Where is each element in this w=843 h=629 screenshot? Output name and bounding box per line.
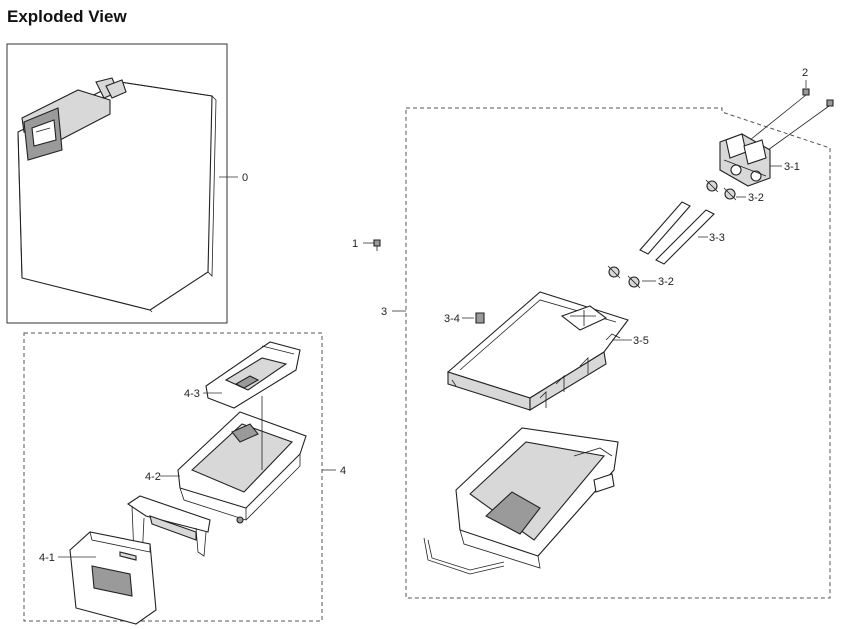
part-3-3-hoses: 3-3 [639,201,725,265]
callout-4-2: 4-2 [145,471,161,483]
part-1-screw: 1 [352,238,381,251]
callout-4: 4 [340,465,346,477]
dispenser-housing [423,427,619,575]
callout-3-2-lower: 3-2 [658,276,674,288]
callout-4-3: 4-3 [184,388,200,400]
callout-3-4: 3-4 [444,313,460,325]
callout-2: 2 [802,67,808,79]
page-title: Exploded View [7,7,127,26]
part-3-5-dispenser-cover: 3-5 [446,291,649,411]
part-4-drawer-assembly: 4 [23,332,346,622]
part-3-4-fitting: 3-4 [444,312,485,325]
callout-3-5: 3-5 [633,335,649,347]
callout-3-1: 3-1 [784,161,800,173]
callout-0: 0 [242,172,248,184]
callout-3: 3 [381,306,387,318]
part-4-1-front-panel: 4-1 [39,531,157,625]
callout-3-3: 3-3 [709,232,725,244]
part-3-1-water-valve: 3-1 [719,133,800,187]
part-4-3-cup: 4-3 [184,341,301,409]
callout-4-1: 4-1 [39,552,55,564]
callout-3-2-upper: 3-2 [748,192,764,204]
part-2-screws: 2 [749,67,834,151]
part-3-2-clamps-upper: 3-2 [705,179,764,204]
washer-cabinet [17,77,217,313]
part-3-assembly: 3 [381,107,831,599]
part-4-2-drawer: 4-2 [145,396,307,524]
callout-1: 1 [352,238,358,250]
drawer-frame [127,495,211,561]
part-3-2-clamps-lower: 3-2 [607,265,674,289]
washer-overview-panel: 0 [6,43,248,324]
